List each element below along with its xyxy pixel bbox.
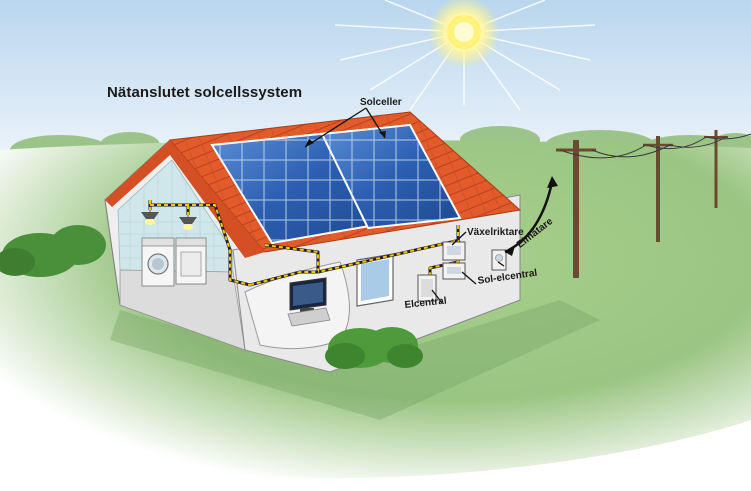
elmatare-box [491, 249, 507, 271]
house-shadow [110, 300, 600, 420]
tv-icon [287, 277, 331, 327]
grid-connection-arrow [504, 176, 558, 256]
sol-elcentral-box [442, 262, 466, 280]
arrow-heads [305, 131, 386, 147]
roof-gable-edge [105, 140, 265, 258]
bush-front [325, 327, 423, 369]
diagram-title: Nätanslutet solcellssystem [107, 84, 303, 101]
utility-poles [556, 130, 751, 278]
solar-panel-right [320, 123, 462, 230]
sun-icon [334, 0, 596, 111]
house-window [356, 253, 394, 307]
inverter-box [442, 241, 466, 261]
label-vaxelriktare: Växelriktare [467, 227, 524, 238]
label-solceller: Solceller [360, 97, 402, 108]
washing-machine-icon [141, 237, 175, 287]
bush-left [0, 225, 106, 277]
dryer-icon [175, 237, 207, 285]
elcentral-box [417, 274, 437, 302]
